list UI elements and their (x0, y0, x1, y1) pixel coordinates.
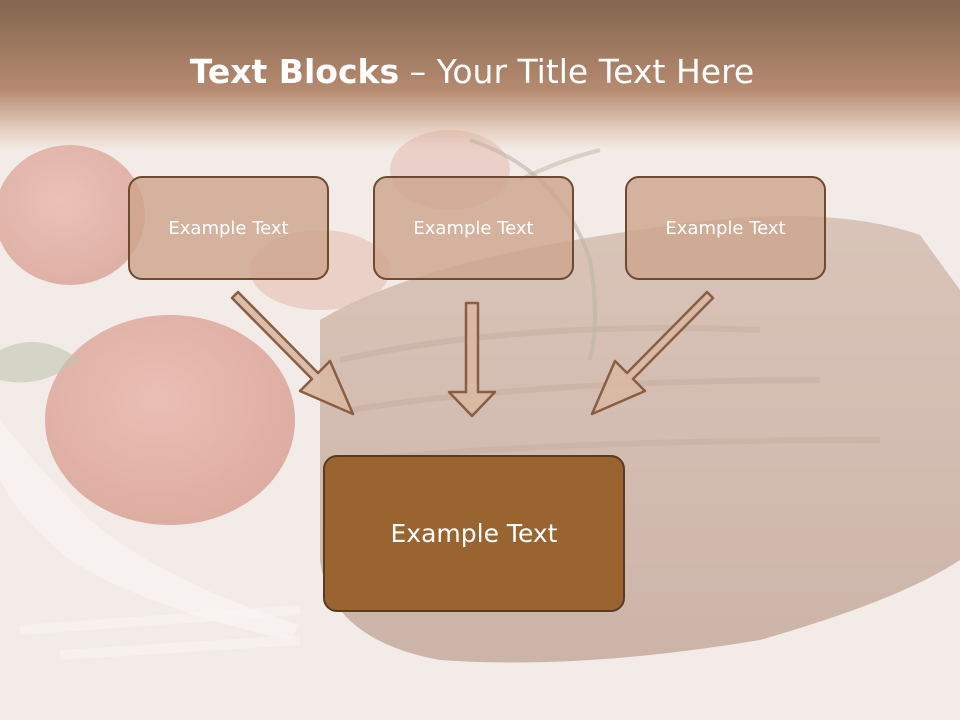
title-rest: Your Title Text Here (436, 52, 755, 91)
title-dash: – (399, 52, 437, 91)
main-text-block-label: Example Text (390, 519, 558, 548)
text-block-2-label: Example Text (413, 217, 534, 239)
arrow-left (230, 290, 355, 416)
arrow-right (590, 290, 715, 416)
title-bar (0, 0, 960, 150)
text-block-3[interactable]: Example Text (625, 176, 826, 280)
text-block-1[interactable]: Example Text (128, 176, 329, 280)
main-text-block[interactable]: Example Text (323, 455, 625, 612)
text-block-3-label: Example Text (665, 217, 786, 239)
arrow-center (447, 301, 497, 418)
text-block-2[interactable]: Example Text (373, 176, 574, 280)
slide-title: Text Blocks – Your Title Text Here (0, 52, 944, 91)
title-bold: Text Blocks (189, 52, 400, 91)
text-block-1-label: Example Text (168, 217, 289, 239)
